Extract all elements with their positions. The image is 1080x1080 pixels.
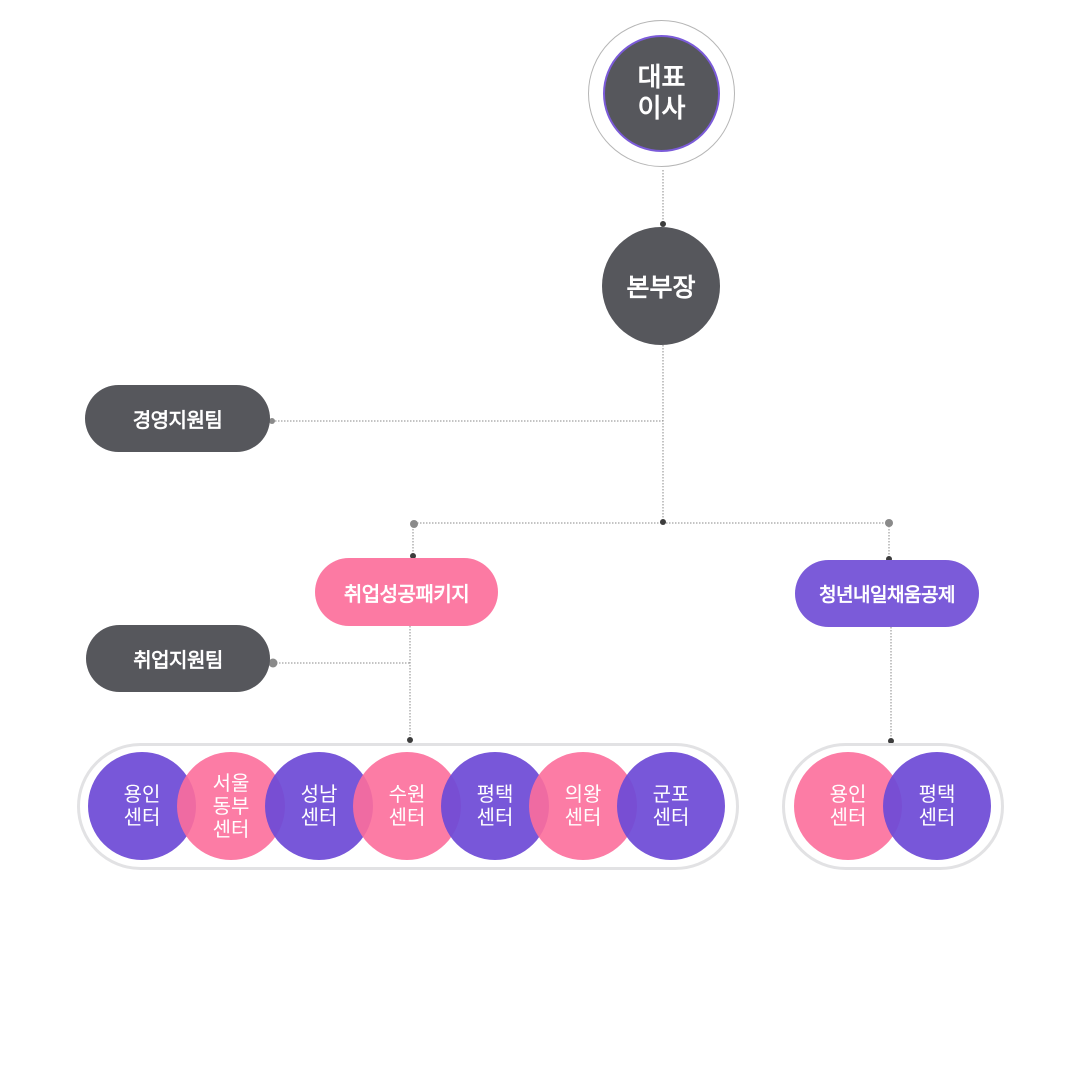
ceo-label: 대표 이사 (637, 62, 686, 124)
package-label: 취업성공패키지 (343, 581, 470, 606)
center-label: 군포 센터 (652, 782, 690, 829)
management-team-node: 경영지원팀 (85, 385, 270, 452)
management-team-label: 경영지원팀 (132, 408, 223, 432)
joint-dot (660, 519, 666, 525)
package-center-6: 의왕 센터 (529, 752, 637, 860)
center-label: 수원 센터 (388, 782, 426, 829)
joint-dot (268, 658, 278, 668)
youth-node: 청년내일채움공제 (795, 560, 979, 627)
joint-dot (269, 418, 275, 424)
director-label: 본부장 (626, 273, 696, 302)
package-center-7: 군포 센터 (617, 752, 725, 860)
ceo-outer-ring (588, 20, 735, 167)
center-label: 성남 센터 (300, 782, 338, 829)
center-label: 용인 센터 (123, 782, 161, 829)
joint-dot (410, 553, 416, 559)
center-label: 평택 센터 (918, 782, 956, 829)
package-node: 취업성공패키지 (315, 558, 498, 626)
joint-dot (888, 738, 894, 744)
joint-dot (407, 737, 413, 743)
center-label: 평택 센터 (476, 782, 514, 829)
youth-label: 청년내일채움공제 (819, 584, 955, 606)
center-label: 용인 센터 (829, 782, 867, 829)
ceo-node: 대표 이사 (603, 35, 720, 152)
center-label: 서울 동부 센터 (212, 770, 250, 841)
center-label: 의왕 센터 (564, 782, 602, 829)
support-team-node: 취업지원팀 (86, 625, 270, 692)
joint-dot (885, 519, 893, 527)
joint-dot (410, 520, 418, 528)
support-team-label: 취업지원팀 (133, 648, 223, 672)
youth-center-2: 평택 센터 (883, 752, 991, 860)
director-node: 본부장 (602, 227, 720, 345)
joint-dot (660, 221, 666, 227)
